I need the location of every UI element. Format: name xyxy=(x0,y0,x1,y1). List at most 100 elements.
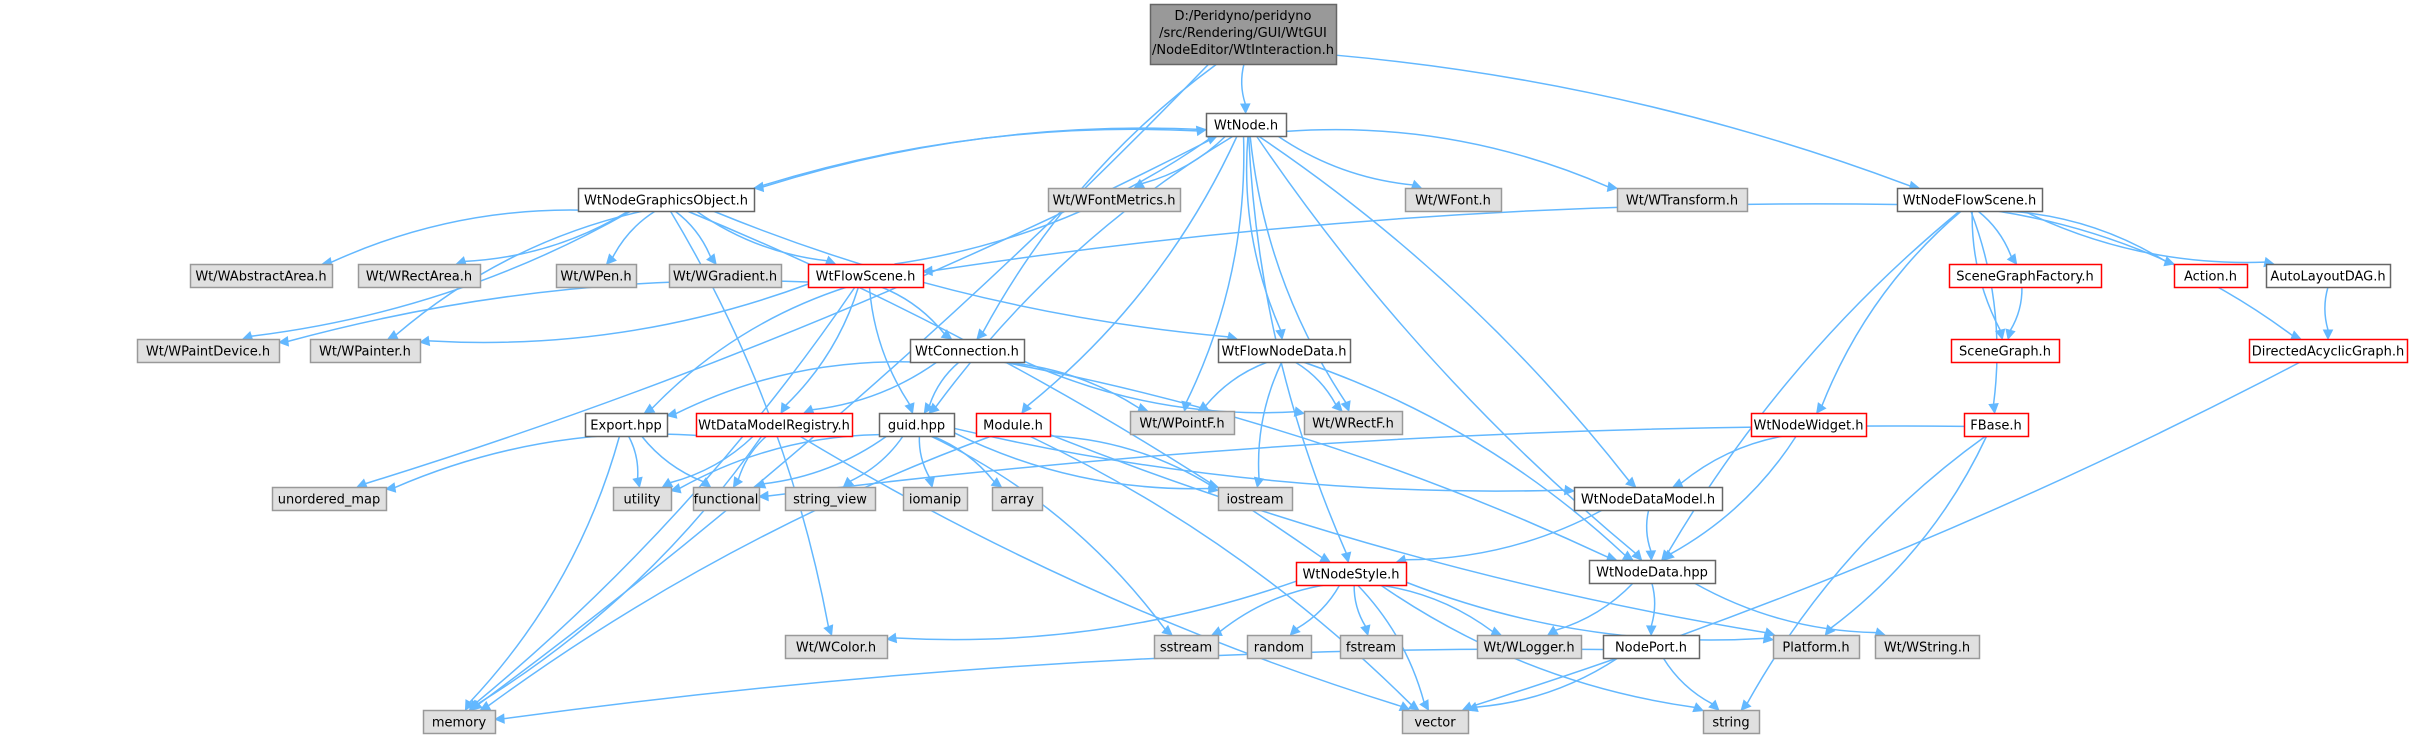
node-string-view[interactable]: string_view xyxy=(784,486,877,512)
node-scene-graph[interactable]: SceneGraph.h xyxy=(1950,338,2061,364)
edge-line xyxy=(918,435,931,479)
node-iomanip[interactable]: iomanip xyxy=(902,486,969,512)
node-label: SceneGraphFactory.h xyxy=(1956,270,2094,285)
node-guid[interactable]: guid.hpp xyxy=(878,412,956,438)
edge-line xyxy=(1302,361,1626,556)
node-wt-node-data-model[interactable]: WtNodeDataModel.h xyxy=(1573,486,1724,512)
node-wcolor[interactable]: Wt/WColor.h xyxy=(784,634,889,660)
edge-wt-node-flow-scene-to-wt-flow-scene xyxy=(921,203,1898,277)
node-label: array xyxy=(1000,493,1034,508)
edge-module-to-platform xyxy=(1049,434,1776,638)
node-box xyxy=(1205,112,1288,138)
edge-arrowhead xyxy=(1546,625,1559,636)
node-wt-connection[interactable]: WtConnection.h xyxy=(909,338,1026,364)
node-fstream[interactable]: fstream xyxy=(1339,634,1404,660)
node-wpen[interactable]: Wt/WPen.h xyxy=(555,263,638,289)
node-scene-graph-factory[interactable]: SceneGraphFactory.h xyxy=(1948,263,2103,289)
edge-arrowhead xyxy=(1021,402,1032,414)
edge-arrowhead xyxy=(1490,626,1502,637)
node-wfont[interactable]: Wt/WFont.h xyxy=(1404,187,1503,213)
edge-arrowhead xyxy=(1161,624,1173,636)
node-wrect-area[interactable]: Wt/WRectArea.h xyxy=(357,263,482,289)
node-wt-node-flow-scene[interactable]: WtNodeFlowScene.h xyxy=(1896,187,2044,213)
edge-wt-node-style-to-sstream xyxy=(1210,584,1326,637)
edge-guid-to-iomanip xyxy=(918,435,935,489)
node-wgradient[interactable]: Wt/WGradient.h xyxy=(668,263,783,289)
edge-wt-node-flow-scene-to-scene-graph-factory xyxy=(1977,210,2018,265)
node-wpoint-f[interactable]: Wt/WPointF.h xyxy=(1129,410,1236,436)
node-wpainter[interactable]: Wt/WPainter.h xyxy=(309,338,422,364)
edge-node-port-to-vector xyxy=(1466,657,1619,712)
node-wt-data-model-registry[interactable]: WtDataModelRegistry.h xyxy=(695,412,854,438)
edge-auto-layout-dag-to-directed-acyclic-graph xyxy=(2322,286,2334,341)
node-wt-node-widget[interactable]: WtNodeWidget.h xyxy=(1750,412,1868,438)
node-wtransform[interactable]: Wt/WTransform.h xyxy=(1616,187,1749,213)
edge-arrowhead xyxy=(277,336,290,347)
node-array[interactable]: array xyxy=(991,486,1044,512)
node-wpaint-device[interactable]: Wt/WPaintDevice.h xyxy=(136,338,281,364)
edge-line xyxy=(428,283,809,344)
node-label: AutoLayoutDAG.h xyxy=(2270,270,2385,285)
node-box xyxy=(1750,412,1868,438)
node-memory[interactable]: memory xyxy=(422,709,497,735)
edge-arrowhead xyxy=(661,477,674,488)
node-label: iostream xyxy=(1226,493,1283,508)
edge-line xyxy=(1970,210,1998,405)
node-node-port[interactable]: NodePort.h xyxy=(1602,634,1701,660)
edge-wt-connection-to-export xyxy=(665,361,915,419)
node-wt-node[interactable]: WtNode.h xyxy=(1205,112,1288,138)
node-box xyxy=(422,709,497,735)
edge-line xyxy=(1029,435,1412,706)
node-wrect-f[interactable]: Wt/WRectF.h xyxy=(1303,410,1404,436)
edge-line xyxy=(1353,584,1367,627)
node-label: guid.hpp xyxy=(888,419,945,434)
node-wt-flow-scene[interactable]: WtFlowScene.h xyxy=(807,263,925,289)
node-root[interactable]: D:/Peridyno/peridyno/src/Rendering/GUI/W… xyxy=(1149,3,1338,66)
edge-arrowhead xyxy=(605,253,617,265)
node-platform[interactable]: Platform.h xyxy=(1772,634,1861,660)
node-wt-node-data[interactable]: WtNodeData.hpp xyxy=(1588,559,1717,585)
edge-line xyxy=(953,432,1210,490)
node-action[interactable]: Action.h xyxy=(2173,263,2249,289)
edge-arrowhead xyxy=(1466,701,1479,712)
node-label: WtNodeData.hpp xyxy=(1596,566,1708,581)
edge-wt-node-style-to-wlogger xyxy=(1378,584,1502,637)
node-functional[interactable]: functional xyxy=(692,486,761,512)
node-label: WtConnection.h xyxy=(915,345,1019,360)
node-label: Wt/WFont.h xyxy=(1415,194,1491,209)
edge-line xyxy=(251,210,632,337)
node-wfont-metrics[interactable]: Wt/WFontMetrics.h xyxy=(1047,187,1182,213)
edge-arrowhead xyxy=(1197,401,1210,412)
node-label: Action.h xyxy=(2184,270,2237,285)
node-wlogger[interactable]: Wt/WLogger.h xyxy=(1476,634,1583,660)
node-random[interactable]: random xyxy=(1246,634,1313,660)
node-box xyxy=(1246,634,1313,660)
edge-line xyxy=(737,435,768,480)
edge-arrowhead xyxy=(706,253,717,265)
node-box xyxy=(1401,709,1470,735)
node-wt-node-graphics-object[interactable]: WtNodeGraphicsObject.h xyxy=(577,187,756,213)
node-directed-acyclic-graph[interactable]: DirectedAcyclicGraph.h xyxy=(2248,338,2409,364)
node-sstream[interactable]: sstream xyxy=(1153,634,1220,660)
node-wstring[interactable]: Wt/WString.h xyxy=(1874,634,1981,660)
edge-arrowhead xyxy=(464,699,475,711)
edge-wt-node-to-wfont xyxy=(1277,135,1423,190)
node-iostream[interactable]: iostream xyxy=(1217,486,1294,512)
edge-arrowhead xyxy=(384,482,397,493)
node-wt-node-style[interactable]: WtNodeStyle.h xyxy=(1295,561,1408,587)
edge-arrowhead xyxy=(923,402,935,414)
edge-arrowhead xyxy=(699,477,712,488)
node-fbase[interactable]: FBase.h xyxy=(1963,412,2030,438)
node-string[interactable]: string xyxy=(1702,709,1761,735)
edge-root-to-memory xyxy=(471,63,1210,711)
node-module[interactable]: Module.h xyxy=(975,412,1052,438)
node-unordered-map[interactable]: unordered_map xyxy=(271,486,388,512)
node-wabstract-area[interactable]: Wt/WAbstractArea.h xyxy=(189,263,334,289)
node-auto-layout-dag[interactable]: AutoLayoutDAG.h xyxy=(2265,263,2392,289)
node-vector[interactable]: vector xyxy=(1401,709,1470,735)
edge-wt-flow-scene-to-export xyxy=(643,286,848,414)
edge-wt-flow-scene-to-wt-data-model-registry xyxy=(780,286,860,414)
node-wt-flow-node-data[interactable]: WtFlowNodeData.h xyxy=(1217,338,1352,364)
node-utility[interactable]: utility xyxy=(612,486,673,512)
node-export[interactable]: Export.hpp xyxy=(584,412,669,438)
